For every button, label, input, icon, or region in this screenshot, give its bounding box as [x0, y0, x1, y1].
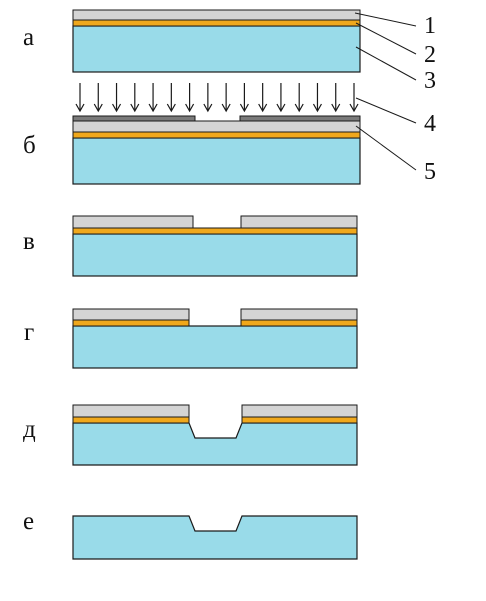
resist-left [72, 215, 194, 229]
callout-number-3: 3 [424, 68, 436, 94]
leader-3 [355, 46, 417, 81]
callout-number-1: 1 [424, 13, 436, 39]
exposure-arrow [112, 83, 122, 113]
step-label-d: д [23, 416, 36, 443]
resist-right [240, 308, 358, 321]
resist-right [241, 404, 358, 418]
step-e-stack [72, 515, 358, 560]
metal-film-left [72, 416, 190, 424]
step-label-a: а [23, 24, 34, 51]
exposure-arrow [312, 83, 322, 113]
step-label-g: г [24, 319, 34, 346]
metal-film-layer [72, 19, 361, 27]
substrate-layer [72, 25, 361, 73]
step-label-b: б [23, 132, 36, 159]
resist-left [72, 404, 190, 418]
exposure-arrow [148, 83, 158, 113]
callout-number-2: 2 [424, 42, 436, 68]
exposure-arrow [93, 83, 103, 113]
substrate-final [72, 515, 358, 560]
exposure-arrow [294, 83, 304, 113]
uv-exposure-arrows [75, 83, 359, 113]
exposure-arrow [258, 83, 268, 113]
exposure-arrow [239, 83, 249, 113]
step-label-v: в [23, 228, 35, 255]
exposure-arrow [166, 83, 176, 113]
leader-2 [355, 22, 417, 55]
step-label-e: е [23, 508, 34, 535]
callout-number-4: 4 [424, 111, 436, 137]
leader-1 [354, 12, 417, 27]
leader-4 [355, 97, 417, 124]
step-a-stack [72, 9, 361, 73]
exposure-arrow [331, 83, 341, 113]
callout-number-5: 5 [424, 159, 436, 185]
metal-film-left [72, 319, 190, 327]
exposure-arrow [349, 83, 359, 113]
resist-left [72, 308, 190, 321]
metal-film-layer [72, 131, 361, 139]
photomask-left [72, 115, 196, 122]
metal-film-right [240, 319, 358, 327]
exposure-arrow [203, 83, 213, 113]
resist-layer [72, 9, 361, 21]
metal-film-layer [72, 227, 358, 235]
step-b-stack [72, 115, 361, 185]
exposure-arrow [130, 83, 140, 113]
resist-layer [72, 120, 361, 133]
substrate-etched [72, 422, 358, 466]
leader-5 [355, 125, 417, 171]
substrate-layer [72, 325, 358, 369]
step-d-stack [72, 404, 358, 466]
exposure-arrow [75, 83, 85, 113]
step-v-stack [72, 215, 358, 277]
metal-film-right [241, 416, 358, 424]
substrate-layer [72, 137, 361, 185]
exposure-arrow [276, 83, 286, 113]
resist-right [240, 215, 358, 229]
exposure-arrow [185, 83, 195, 113]
substrate-layer [72, 233, 358, 277]
exposure-arrow [221, 83, 231, 113]
photomask-right [239, 115, 361, 122]
callout-leaders [354, 12, 417, 171]
step-g-stack [72, 308, 358, 369]
